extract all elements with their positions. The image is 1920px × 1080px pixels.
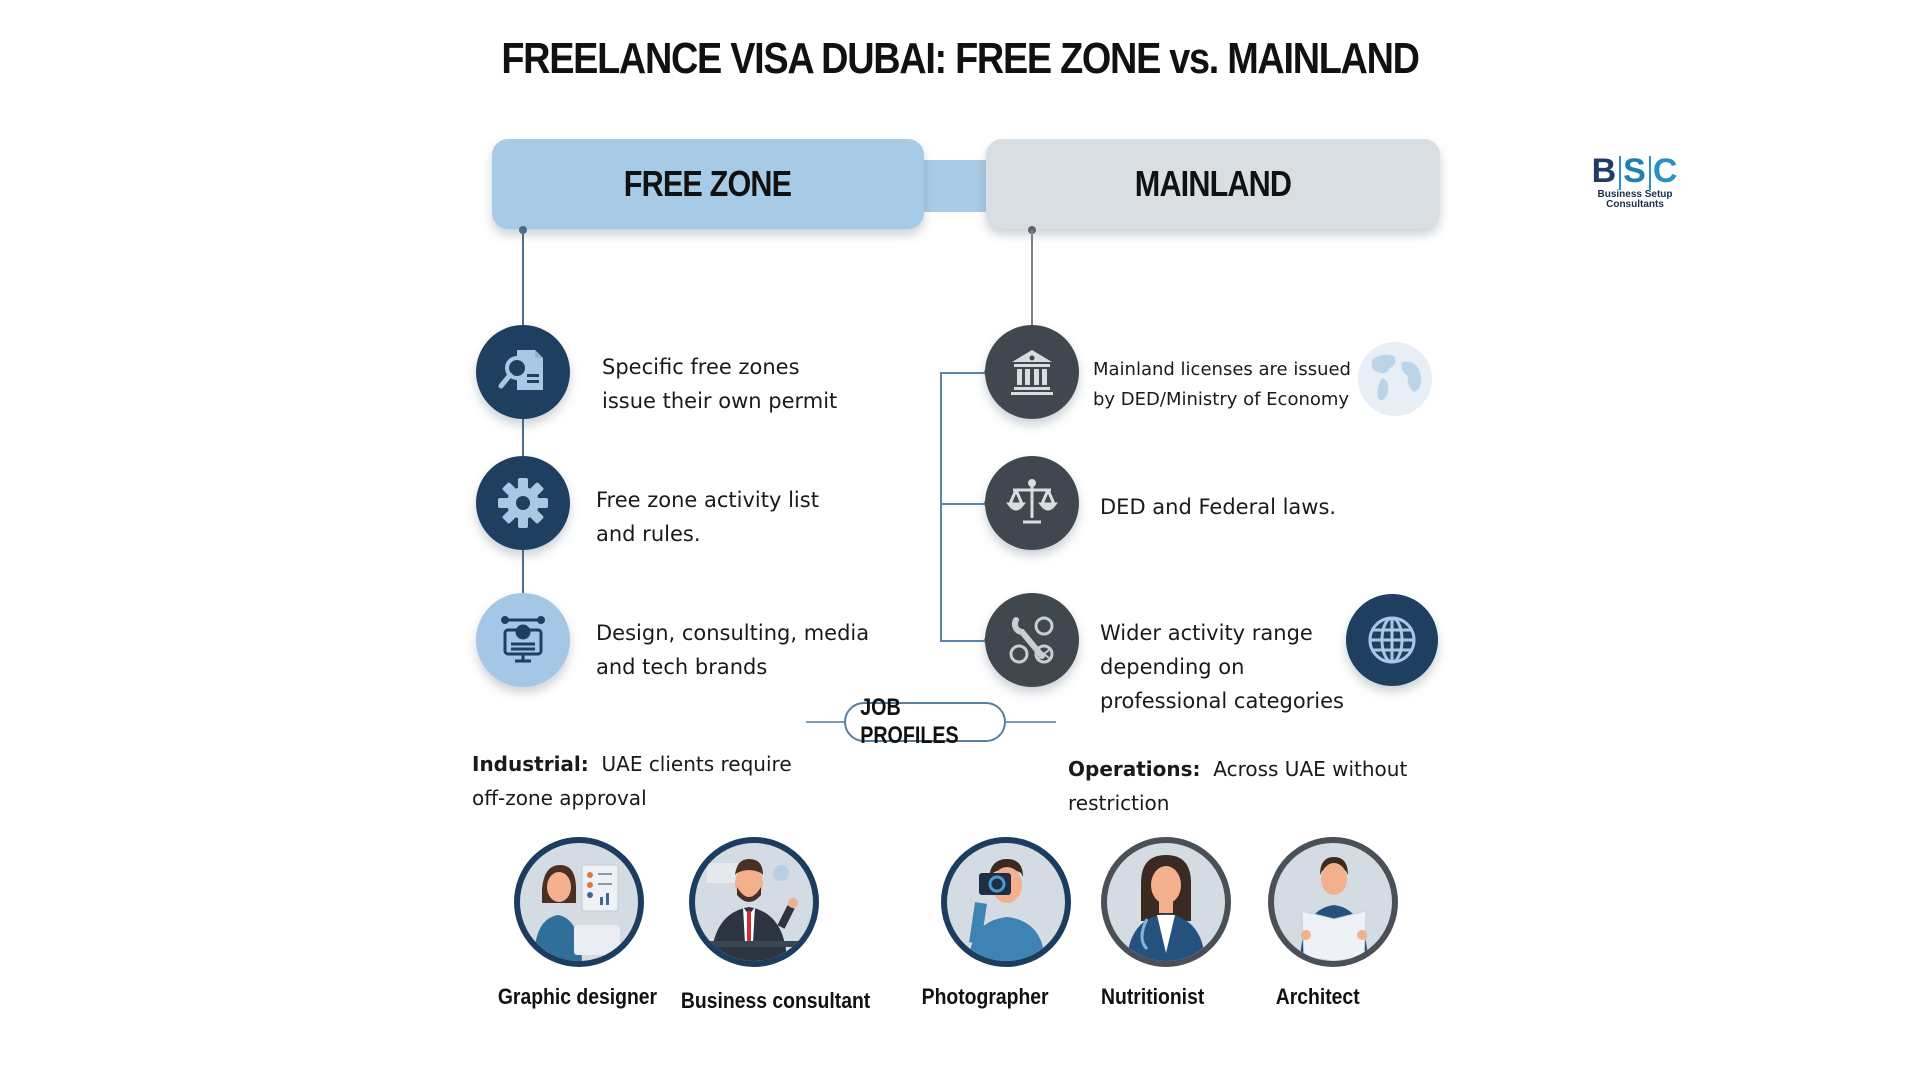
logo-subtitle-line1: Business Setup	[1597, 189, 1673, 201]
free-zone-item-1-line1: Specific free zones	[602, 355, 800, 379]
job-profiles-label: JOB PROFILES	[860, 694, 959, 749]
mainland-item-1-line2: by DED/Ministry of Economy	[1093, 389, 1350, 410]
free-zone-timeline	[522, 230, 524, 640]
mainland-item-1: Mainland licenses are issued by DED/Mini…	[1093, 355, 1351, 415]
mainland-note: Operations: Across UAE without restricti…	[1068, 752, 1407, 820]
free-zone-header-label: FREE ZONE	[624, 163, 792, 204]
logo-subtitle-line2: Consultants	[1606, 199, 1664, 211]
mainland-stem	[1031, 230, 1033, 330]
bracket-branch-2	[940, 503, 988, 505]
mainland-item-3-line2: depending on	[1100, 655, 1245, 679]
mainland-bracket	[940, 373, 942, 641]
mainland-item-2: DED and Federal laws.	[1100, 490, 1336, 524]
free-zone-note: Industrial: UAE clients require off-zone…	[472, 747, 792, 815]
computer-design-icon	[476, 593, 570, 687]
mainland-item-2-line1: DED and Federal laws.	[1100, 495, 1337, 519]
mainland-note-label: Operations:	[1068, 757, 1201, 781]
government-building-icon	[985, 325, 1079, 419]
profile-label-business-consultant: Business consultant	[681, 988, 871, 1013]
job-profiles-line-right	[1006, 721, 1056, 723]
logo-letter-s: S	[1623, 152, 1647, 190]
gear-icon	[476, 456, 570, 550]
mainland-item-3-line1: Wider activity range	[1100, 621, 1313, 645]
profile-label-graphic-designer: Graphic designer	[497, 984, 657, 1009]
mainland-header-label: MAINLAND	[1134, 163, 1292, 204]
job-profiles-line-left	[806, 721, 846, 723]
architect-avatar	[1268, 837, 1398, 967]
free-zone-item-2-line2: and rules.	[596, 522, 701, 546]
free-zone-item-3-line1: Design, consulting, media	[596, 621, 870, 645]
logo-letter-b: B	[1591, 152, 1618, 190]
free-zone-note-line2: off-zone approval	[472, 786, 647, 810]
bracket-branch-1	[940, 372, 988, 374]
document-search-icon	[476, 325, 570, 419]
photographer-avatar	[941, 837, 1071, 967]
logo-letter-c: C	[1652, 152, 1679, 190]
mainland-item-3: Wider activity range depending on profes…	[1100, 616, 1344, 718]
free-zone-note-line1: UAE clients require	[601, 752, 792, 776]
free-zone-item-2-line1: Free zone activity list	[596, 488, 819, 512]
tools-icon	[985, 593, 1079, 687]
free-zone-item-3: Design, consulting, media and tech brand…	[596, 616, 869, 684]
mainland-item-3-line3: professional categories	[1100, 689, 1344, 713]
faint-globe-icon	[1358, 342, 1432, 416]
free-zone-item-3-line2: and tech brands	[596, 655, 768, 679]
graphic-designer-avatar	[514, 837, 644, 967]
free-zone-header: FREE ZONE	[492, 139, 924, 229]
free-zone-item-2: Free zone activity list and rules.	[596, 483, 819, 551]
profile-label-photographer: Photographer	[921, 984, 1049, 1009]
header-connector	[922, 160, 988, 212]
mainland-item-1-line1: Mainland licenses are issued	[1093, 359, 1351, 380]
page-title: FREELANCE VISA DUBAI: FREE ZONE vs. MAIN…	[501, 34, 1420, 83]
nutritionist-avatar	[1101, 837, 1231, 967]
mainland-note-line1: Across UAE without	[1213, 757, 1408, 781]
profile-label-nutritionist: Nutritionist	[1101, 984, 1205, 1009]
job-profiles-badge: JOB PROFILES	[844, 694, 1006, 749]
profile-label-architect: Architect	[1276, 984, 1360, 1009]
scales-of-justice-icon	[985, 456, 1079, 550]
mainland-note-line2: restriction	[1068, 791, 1170, 815]
globe-icon	[1346, 594, 1438, 686]
business-consultant-avatar	[689, 837, 819, 967]
mainland-header: MAINLAND	[986, 139, 1440, 229]
bracket-branch-3	[940, 640, 988, 642]
free-zone-item-1: Specific free zones issue their own perm…	[602, 350, 837, 418]
free-zone-note-label: Industrial:	[472, 752, 589, 776]
free-zone-item-1-line2: issue their own permit	[602, 389, 838, 413]
